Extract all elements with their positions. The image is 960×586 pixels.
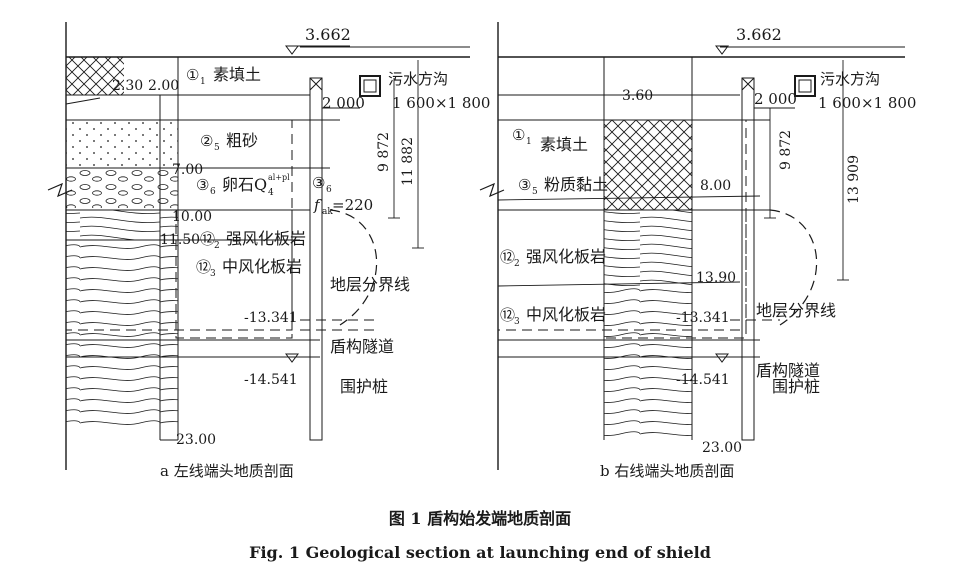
right-ground-level: 3.662	[736, 25, 782, 44]
left-layer1-name: 素填土	[213, 65, 261, 84]
right-section: 3.662 3.60 污水方沟 1 600×1 800 2 000 ① 1 素填…	[479, 22, 916, 480]
left-section: 3.662 2.30 2.00 ① 1 素填土 污水方沟 1 600×1 800…	[47, 22, 490, 480]
left-layer3-name: 卵石Q	[222, 175, 267, 194]
left-layer3-sub2: 4	[268, 188, 274, 198]
left-fak-val: =220	[332, 196, 373, 214]
right-sewer-size: 1 600×1 800	[818, 94, 916, 112]
right-layer12-2-num: ⑫	[500, 248, 515, 266]
left-fak-f: f	[313, 196, 322, 214]
right-depth-1390: 13.90	[696, 270, 736, 286]
left-depth-700: 7.00	[172, 162, 203, 178]
left-caption: a 左线端头地质剖面	[160, 462, 294, 480]
right-layer3-num: ③	[518, 176, 531, 194]
left-elev-13341: -13.341	[244, 310, 298, 326]
right-layer3-sub: 5	[532, 187, 538, 197]
right-boundary-label: 地层分界线	[756, 301, 836, 320]
right-layer1-num: ①	[512, 126, 525, 144]
left-fill-layer	[66, 57, 124, 95]
left-tunnel-label: 盾构隧道	[330, 337, 394, 356]
figure-title-en: Fig. 1 Geological section at launching e…	[249, 543, 711, 562]
right-water-level: 3.60	[622, 88, 653, 104]
left-water-level: 2.30	[112, 78, 143, 94]
left-depth-1000: 10.00	[172, 209, 212, 225]
right-pile-label: 围护桩	[772, 377, 820, 396]
left-layer12-2-num: ⑫	[200, 230, 215, 248]
left-pebble-layer	[66, 168, 178, 208]
right-elev-13341: -13.341	[676, 310, 730, 326]
right-layer1-name: 素填土	[540, 135, 588, 154]
left-layer12-3-num: ⑫	[196, 258, 211, 276]
left-dim-11882: 11 882	[400, 137, 416, 186]
left-layer3-num: ③	[196, 176, 209, 194]
left-depth-200: 2.00	[148, 78, 179, 94]
left-ground-level: 3.662	[305, 25, 351, 44]
left-layer2-num: ②	[200, 132, 213, 150]
left-layer3b-sub: 6	[326, 185, 332, 195]
left-depth-2300: 23.00	[176, 432, 216, 448]
left-dim-9872: 9 872	[376, 132, 392, 172]
right-depth-800: 8.00	[700, 178, 731, 194]
right-layer3-name: 粉质黏土	[544, 175, 608, 194]
left-layer12-2-name: 强风化板岩	[226, 229, 306, 248]
right-dim-9872: 9 872	[778, 130, 794, 170]
left-layer2-sub: 5	[214, 143, 220, 153]
right-dim-13909: 13 909	[846, 155, 862, 204]
left-fak-sub: ak	[322, 207, 333, 217]
right-layer12-2-sub: 2	[514, 259, 520, 269]
right-offset-2000: 2 000	[754, 90, 797, 108]
right-layer12-3-name: 中风化板岩	[526, 305, 606, 324]
left-sewer-label: 污水方沟	[388, 70, 448, 88]
right-layer12-3-num: ⑫	[500, 306, 515, 324]
right-fill-layer	[604, 120, 692, 210]
right-layer1-sub: 1	[526, 137, 532, 147]
right-tunnel-label: 盾构隧道	[756, 361, 820, 380]
right-layer12-3-sub: 3	[514, 317, 520, 327]
left-elev-14541: -14.541	[244, 372, 298, 388]
right-elev-14541: -14.541	[676, 372, 730, 388]
left-layer3b-num: ③	[312, 174, 325, 192]
figure-title-cn: 图 1 盾构始发端地质剖面	[389, 509, 571, 528]
left-layer3-sub: 6	[210, 187, 216, 197]
right-layer12-2-name: 强风化板岩	[526, 247, 606, 266]
left-layer1-num: ①	[186, 66, 199, 84]
left-layer12-3-sub: 3	[210, 269, 216, 279]
left-boundary-label: 地层分界线	[330, 275, 410, 294]
left-strong-weathered-layer	[66, 210, 178, 240]
right-sewer-label: 污水方沟	[820, 70, 880, 88]
left-moderate-weathered-layer	[66, 240, 178, 430]
left-layer3-sup: al+pl	[268, 173, 290, 182]
right-moderate-weathered-layer	[604, 286, 692, 440]
left-offset-2000: 2 000	[322, 94, 365, 112]
left-depth-1150: 11.50	[160, 232, 200, 248]
right-depth-2300: 23.00	[702, 440, 742, 456]
left-layer1-sub: 1	[200, 77, 206, 87]
left-sewer-size: 1 600×1 800	[392, 94, 490, 112]
left-layer12-2-sub: 2	[214, 241, 220, 251]
left-sand-layer	[66, 120, 178, 168]
right-caption: b 右线端头地质剖面	[600, 462, 734, 480]
right-strong-weathered-layer	[604, 210, 692, 286]
left-layer12-3-name: 中风化板岩	[222, 257, 302, 276]
left-pile-label: 围护桩	[340, 377, 388, 396]
left-layer2-name: 粗砂	[226, 131, 258, 150]
